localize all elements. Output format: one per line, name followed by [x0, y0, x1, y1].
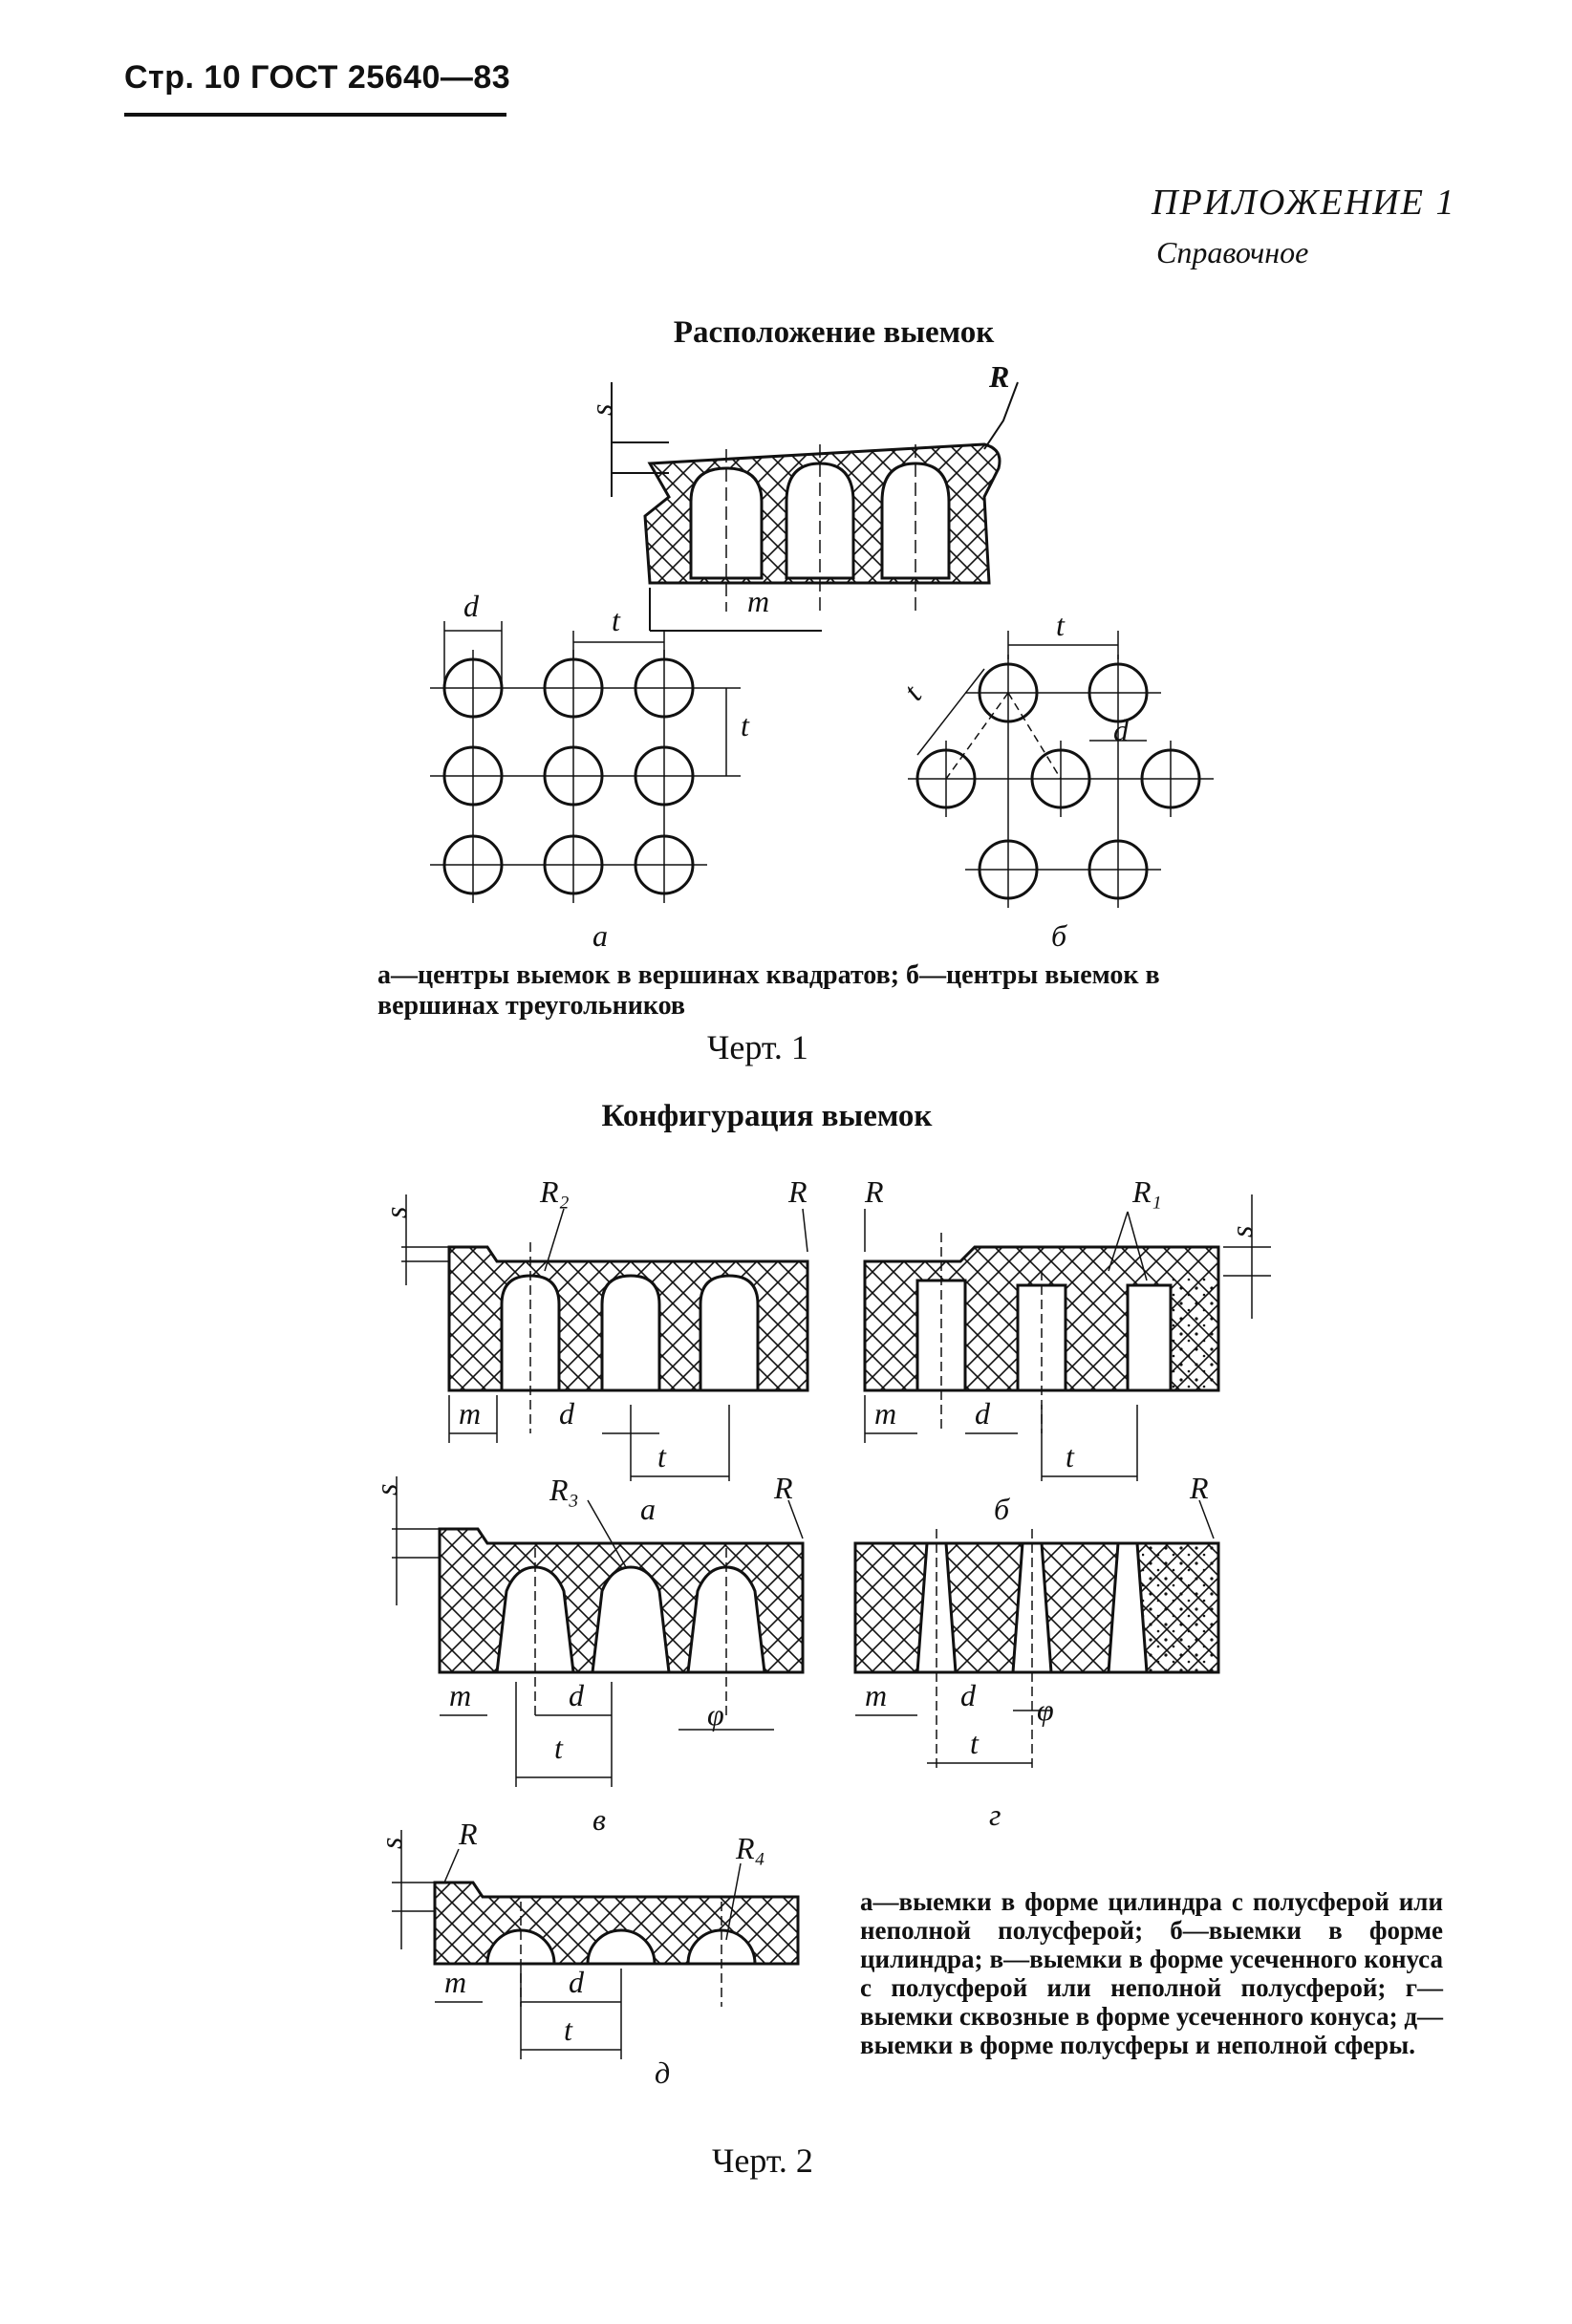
dim-R4: R₄	[735, 1831, 765, 1865]
fig1-square-pattern	[430, 621, 741, 903]
dim-R-2g: R	[1189, 1471, 1209, 1505]
dim-d-fig1a: d	[463, 589, 480, 623]
figure2-caption: а—выемки в форме цилиндра с полусферой и…	[860, 1887, 1443, 2059]
fig2-sub-v: в	[592, 1802, 606, 1837]
fig2-sub-b: б	[994, 1492, 1010, 1526]
dim-R3: R₃	[549, 1473, 579, 1507]
dim-d-fig1b: d	[1113, 713, 1130, 747]
dim-m-2a: m	[459, 1396, 481, 1431]
appendix-title: ПРИЛОЖЕНИЕ 1	[1152, 183, 1456, 223]
figure1-label: Черт. 1	[707, 1028, 808, 1066]
fig2-sub-g: г	[989, 1797, 1001, 1832]
dim-R: R	[988, 359, 1009, 394]
figure1-title: Расположение выемок	[673, 315, 995, 350]
fig1-sub-b: б	[1051, 918, 1067, 953]
dim-d-2v: d	[569, 1678, 585, 1712]
fig1-triangle-pattern	[908, 631, 1214, 908]
dim-phi-2g: φ	[1037, 1692, 1054, 1727]
dim-R-2a: R	[787, 1174, 808, 1209]
fig2-section-a	[401, 1194, 809, 1481]
dim-t-fig1b-diag: t	[896, 678, 929, 707]
dim-t-2v: t	[554, 1731, 564, 1765]
fig2-section-g	[853, 1499, 1220, 1768]
dim-t-fig1a-v: t	[741, 708, 750, 742]
dim-t-fig1a-h: t	[612, 603, 621, 637]
dim-R-2b: R	[864, 1174, 884, 1209]
figure2-title: Конфигурация выемок	[601, 1099, 933, 1133]
fig2-section-v	[392, 1476, 805, 1787]
dim-t-2a: t	[657, 1439, 667, 1474]
dim-d-2g: d	[960, 1678, 977, 1712]
figure2-label: Черт. 2	[712, 2141, 813, 2180]
dim-R-2d: R	[458, 1817, 478, 1851]
dim-s-2v: s	[369, 1484, 403, 1496]
dim-m: m	[747, 584, 769, 618]
dim-t-2g: t	[970, 1726, 980, 1760]
dim-d-2d: d	[569, 1965, 585, 1999]
dim-t-2d: t	[564, 2012, 573, 2047]
dim-s-2a: s	[378, 1207, 413, 1218]
fig1-section	[611, 381, 1019, 632]
dim-d-2b: d	[975, 1396, 991, 1431]
dim-m-2v: m	[449, 1678, 471, 1712]
dim-s: s	[584, 404, 618, 416]
page-header: Стр. 10 ГОСТ 25640—83	[124, 59, 511, 96]
dim-m-2g: m	[865, 1678, 887, 1712]
dim-m-2b: m	[874, 1396, 896, 1431]
appendix-subtitle: Справочное	[1156, 235, 1309, 269]
dim-R2: R₂	[539, 1174, 570, 1209]
dim-R1: R₁	[1131, 1174, 1162, 1209]
dim-t-fig1b: t	[1056, 608, 1066, 642]
fig2-section-b	[863, 1194, 1271, 1481]
dim-s-2b: s	[1224, 1226, 1259, 1237]
dim-phi-2v: φ	[707, 1697, 724, 1732]
fig2-section-d	[392, 1830, 800, 2059]
header-rule	[124, 113, 506, 117]
fig2-sub-a: а	[640, 1492, 656, 1526]
dim-m-2d: m	[444, 1965, 466, 1999]
fig1-sub-a: а	[592, 918, 608, 953]
figure1-caption: а—центры выемок в вершинах квадратов; б—…	[377, 960, 1160, 1021]
dim-s-2d: s	[374, 1838, 408, 1849]
fig2-sub-d: д	[655, 2055, 670, 2090]
dim-d-2a: d	[559, 1396, 575, 1431]
dim-t-2b: t	[1066, 1439, 1075, 1474]
dim-R-2v: R	[773, 1471, 793, 1505]
